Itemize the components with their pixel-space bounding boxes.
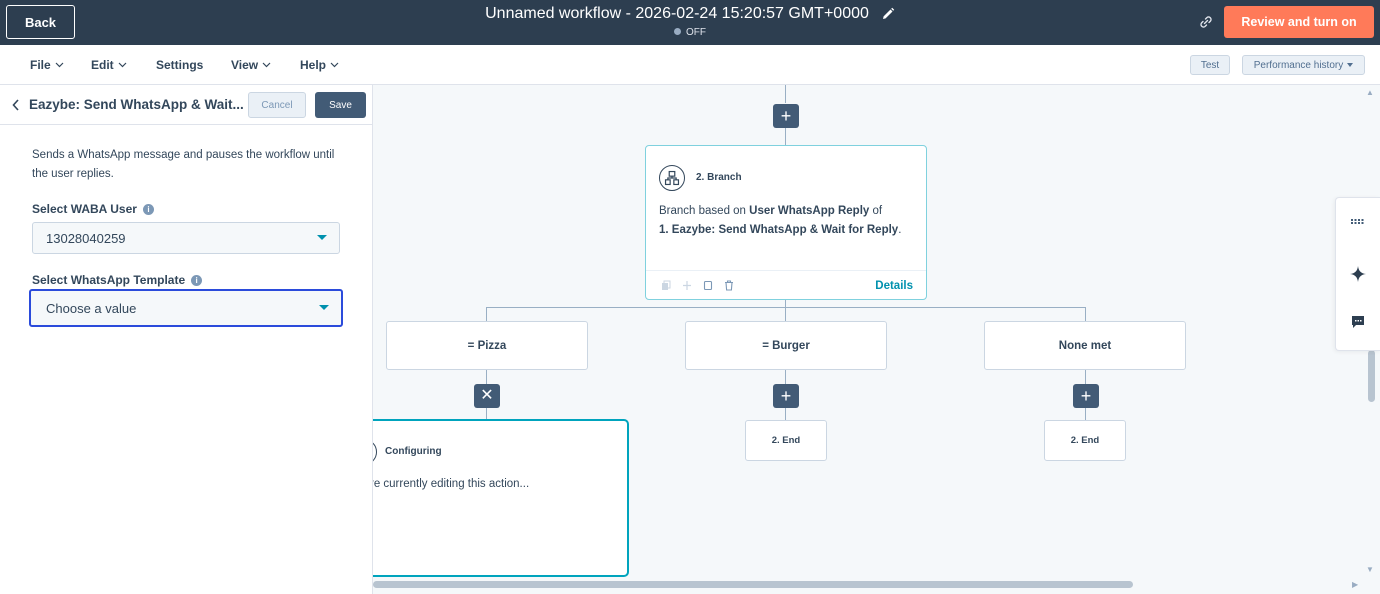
menu-help[interactable]: Help [300,58,339,72]
connector-line [486,370,487,384]
performance-history-label: Performance history [1253,59,1344,71]
workflow-title-row: Unnamed workflow - 2026-02-24 15:20:57 G… [0,5,1380,23]
details-link[interactable]: Details [875,280,913,292]
performance-history-button[interactable]: Performance history [1242,55,1365,75]
branch-option-pizza[interactable]: = Pizza [386,321,588,370]
connector-line [486,307,487,321]
connector-line [785,85,786,103]
waba-user-label-text: Select WABA User [32,202,137,216]
branch-text-prefix: Branch based on [659,205,746,217]
menu-edit-label: Edit [91,58,114,72]
clone-icon[interactable] [661,280,671,291]
question-icon: ? [373,439,377,465]
action-description: Sends a WhatsApp message and pauses the … [32,149,335,180]
chat-icon[interactable] [1350,314,1366,330]
link-icon[interactable] [1198,14,1214,30]
branch-action-ref: 1. Eazybe: Send WhatsApp & Wait for Repl… [659,224,899,236]
trash-icon[interactable] [724,280,734,291]
card-divider [646,270,926,271]
back-button[interactable]: Back [6,5,75,39]
right-side-rail [1335,197,1380,351]
panel-title: Eazybe: Send WhatsApp & Wait... [29,97,244,112]
menu-view-label: View [231,58,259,72]
edit-pencil-icon[interactable] [881,7,895,21]
menu-edit[interactable]: Edit [91,58,127,72]
branch-property: User WhatsApp Reply [749,205,870,217]
workflow-title[interactable]: Unnamed workflow - 2026-02-24 15:20:57 G… [485,5,869,22]
status-dot-icon [674,27,681,35]
connector-line [486,408,487,420]
connector-line [1085,307,1086,321]
caret-down-icon [317,235,327,240]
end-node[interactable]: 2. End [1044,420,1126,461]
connector-line [1085,408,1086,420]
branch-icon [659,165,685,191]
keyboard-grid-icon[interactable] [1350,213,1366,229]
copy-icon[interactable] [703,280,713,291]
end-node[interactable]: 2. End [745,420,827,461]
add-action-button[interactable]: + [773,104,799,128]
connector-line [785,307,786,321]
menu-settings-label: Settings [156,58,204,72]
waba-user-label: Select WABA User i [32,202,154,216]
configuring-action-card[interactable]: ? Configuring u are currently editing th… [373,419,629,577]
scroll-up-icon[interactable]: ▲ [1366,88,1374,97]
connector-line [785,127,786,145]
chevron-down-icon [330,62,339,68]
menu-settings[interactable]: Settings [156,58,203,72]
whatsapp-template-select[interactable]: Choose a value [29,289,343,327]
close-icon[interactable]: ✕ [474,384,500,408]
connector-line [785,300,786,308]
test-button[interactable]: Test [1190,55,1230,75]
menu-help-label: Help [300,58,327,72]
branch-label: 2. Branch [696,172,742,183]
menu-file[interactable]: File [30,58,64,72]
waba-user-value: 13028040259 [46,230,126,246]
cancel-button[interactable]: Cancel [248,92,306,118]
save-button[interactable]: Save [315,92,366,118]
menu-bar: File Edit Settings View Help Test Perfor… [0,45,1380,85]
sparkle-ai-icon[interactable] [1350,266,1366,282]
action-config-panel: Eazybe: Send WhatsApp & Wait... Cancel S… [0,85,373,594]
waba-user-select[interactable]: 13028040259 [32,222,340,254]
chevron-down-icon [55,62,64,68]
caret-down-icon [319,305,329,310]
branch-option-burger[interactable]: = Burger [685,321,887,370]
whatsapp-template-placeholder: Choose a value [46,300,137,316]
branch-description: Branch based on User WhatsApp Reply of 1… [659,202,921,240]
workflow-status: OFF [0,27,1380,38]
review-and-turn-on-button[interactable]: Review and turn on [1224,6,1374,38]
connector-line [1085,370,1086,384]
status-text: OFF [686,27,706,38]
branch-text-of: of [872,205,883,217]
configuring-label: Configuring [385,446,442,457]
info-icon[interactable]: i [142,203,154,215]
menu-file-label: File [30,58,51,72]
chevron-left-icon[interactable] [11,98,21,112]
whatsapp-template-label-text: Select WhatsApp Template [32,273,186,287]
workflow-canvas[interactable]: + 2. Branch Branch based on User WhatsAp… [373,85,1368,594]
top-bar: Back Unnamed workflow - 2026-02-24 15:20… [0,0,1380,45]
move-icon[interactable] [682,280,692,291]
branch-action-card[interactable]: 2. Branch Branch based on User WhatsApp … [645,145,927,300]
scroll-right-icon[interactable]: ▶ [1352,580,1359,589]
chevron-down-icon [118,62,127,68]
vertical-scrollbar-thumb[interactable] [1368,350,1375,402]
whatsapp-template-label: Select WhatsApp Template i [32,273,203,287]
chevron-down-icon [262,62,271,68]
connector-line [486,307,1086,308]
add-action-button[interactable]: + [1073,384,1099,408]
menu-view[interactable]: View [231,58,271,72]
branch-option-none-met[interactable]: None met [984,321,1186,370]
caret-down-icon [1347,63,1354,67]
info-icon[interactable]: i [191,274,203,286]
add-action-button[interactable]: + [773,384,799,408]
branch-period: . [898,224,902,236]
connector-line [785,408,786,420]
scroll-down-icon[interactable]: ▼ [1366,565,1374,574]
connector-line [785,370,786,384]
panel-header: Eazybe: Send WhatsApp & Wait... Cancel S… [0,85,373,125]
configuring-text: u are currently editing this action... [373,478,530,490]
horizontal-scrollbar[interactable] [373,581,1133,588]
